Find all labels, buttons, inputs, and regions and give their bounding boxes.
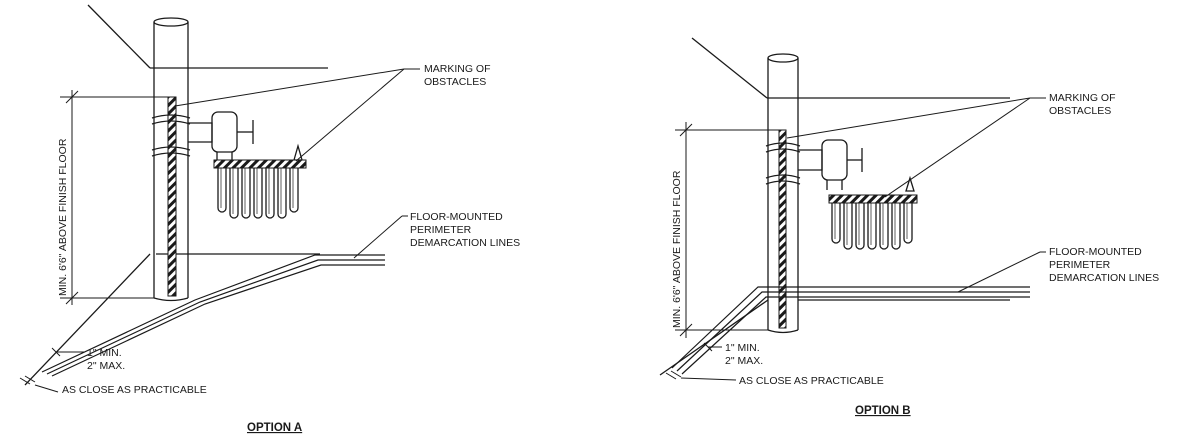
option-a-column-marking bbox=[167, 96, 177, 297]
option-b-column bbox=[767, 53, 799, 334]
option-b-marking-label-2: OBSTACLES bbox=[1049, 105, 1111, 117]
option-a-height-dimension bbox=[60, 90, 168, 305]
option-b-floor-label-2: PERIMETER bbox=[1049, 259, 1111, 271]
option-b-marking-label-1: MARKING OF bbox=[1049, 92, 1116, 104]
option-b-heater-coil bbox=[831, 175, 915, 250]
option-a-marking-leaders bbox=[174, 68, 420, 162]
option-b-heater-marking bbox=[828, 194, 918, 204]
option-b-panel bbox=[659, 37, 1046, 381]
option-a-gap-min: 1" MIN. bbox=[87, 347, 122, 359]
option-a-panel bbox=[19, 4, 420, 393]
option-a-heater-marking bbox=[213, 159, 307, 169]
option-b-valve bbox=[798, 139, 863, 190]
option-b-height-label: MIN. 6'6" ABOVE FINISH FLOOR bbox=[671, 170, 683, 328]
option-b-gap-min: 1" MIN. bbox=[725, 342, 760, 354]
option-b-floor-label-1: FLOOR-MOUNTED bbox=[1049, 246, 1142, 258]
option-b-close-note: AS CLOSE AS PRACTICABLE bbox=[739, 375, 884, 387]
option-a-column bbox=[153, 17, 189, 302]
option-b-gap-callouts bbox=[665, 342, 737, 381]
option-a-marking-label-2: OBSTACLES bbox=[424, 76, 486, 88]
option-b-gap-max: 2" MAX. bbox=[725, 355, 763, 367]
option-b-floor-label-3: DEMARCATION LINES bbox=[1049, 272, 1159, 284]
option-a-close-note: AS CLOSE AS PRACTICABLE bbox=[62, 384, 207, 396]
option-a-height-label: MIN. 6'6" ABOVE FINISH FLOOR bbox=[57, 138, 69, 296]
option-b-title: OPTION B bbox=[855, 405, 911, 417]
option-a-title: OPTION A bbox=[247, 422, 302, 434]
option-b-pipe-clamps bbox=[765, 142, 801, 185]
option-a-gap-callouts bbox=[19, 347, 84, 393]
option-b-height-dimension bbox=[675, 122, 779, 338]
option-a-floor-label-2: PERIMETER bbox=[410, 224, 472, 236]
option-a-marking-label-1: MARKING OF bbox=[424, 63, 491, 75]
option-a-demarcation-lines bbox=[41, 254, 385, 377]
option-a-floor-corner bbox=[24, 253, 320, 386]
option-a-heater-coil bbox=[217, 143, 303, 219]
option-b-column-marking bbox=[778, 129, 787, 329]
option-a-floor-leader bbox=[353, 215, 408, 259]
option-a-ceiling-lines bbox=[87, 4, 328, 69]
option-a-floor-label-3: DEMARCATION LINES bbox=[410, 237, 520, 249]
option-b-marking-leaders bbox=[786, 97, 1046, 198]
option-a-gap-max: 2" MAX. bbox=[87, 360, 125, 372]
option-a-valve bbox=[188, 111, 254, 160]
option-b-ceiling-lines bbox=[691, 37, 1010, 99]
option-b-floor-leader bbox=[957, 251, 1046, 293]
option-a-floor-label-1: FLOOR-MOUNTED bbox=[410, 211, 503, 223]
option-a-pipe-clamps bbox=[151, 114, 191, 157]
